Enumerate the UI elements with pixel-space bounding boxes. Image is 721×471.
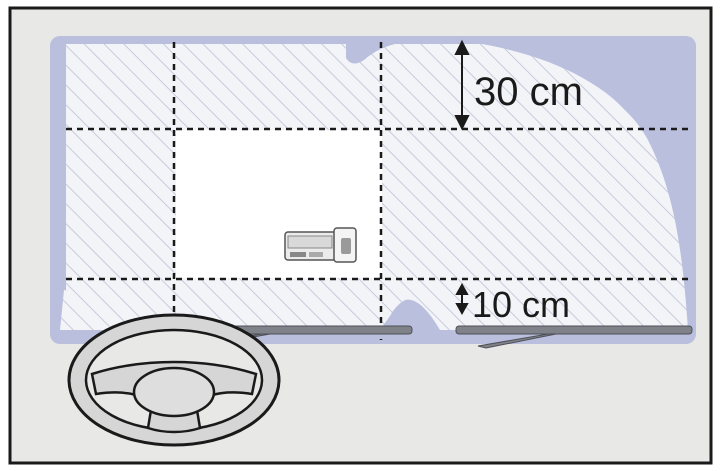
- steering-wheel-icon: [67, 313, 281, 447]
- wiper-right: [455, 325, 693, 349]
- bottom-margin-label: 10 cm: [472, 284, 571, 325]
- top-margin-label: 30 cm: [474, 70, 583, 114]
- dimension-arrow-top: [454, 39, 470, 131]
- dimension-arrow-bottom: [455, 282, 469, 316]
- dashcam-icon: [284, 227, 357, 263]
